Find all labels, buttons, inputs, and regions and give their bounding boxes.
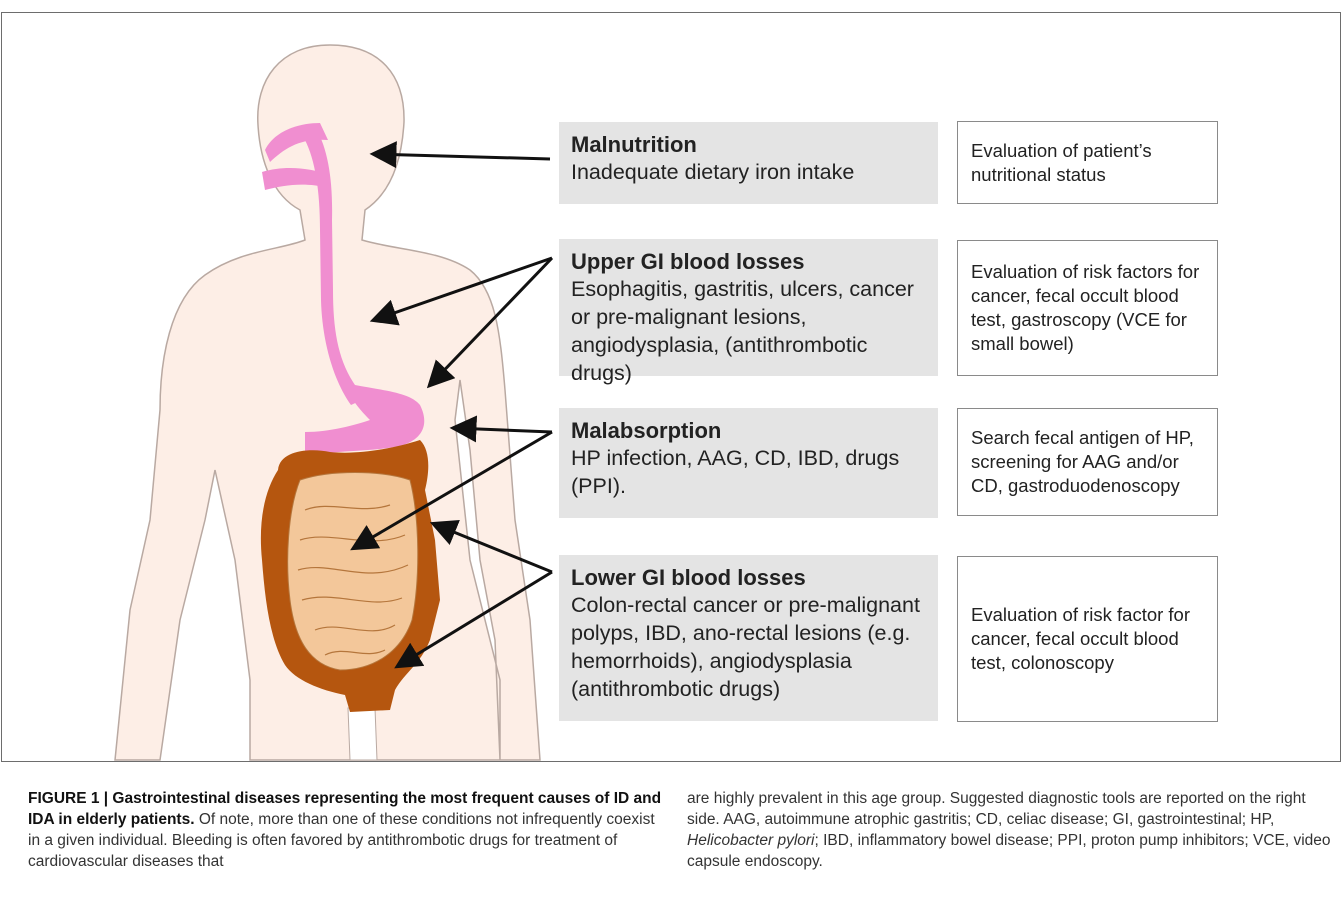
diagnostic-box-upper-gi: Evaluation of risk factors for cancer, f… — [957, 240, 1218, 376]
diagnostic-box-malnutrition: Evaluation of patient’s nutritional stat… — [957, 121, 1218, 204]
cause-title: Upper GI blood losses — [571, 249, 926, 275]
cause-title: Malnutrition — [571, 132, 926, 158]
cause-title: Lower GI blood losses — [571, 565, 926, 591]
caption-text-right-1: are highly prevalent in this age group. … — [687, 790, 1306, 828]
diagnostic-box-malabsorption: Search fecal antigen of HP, screening fo… — [957, 408, 1218, 516]
cause-desc: Colon-rectal cancer or pre-malignant pol… — [571, 591, 926, 703]
cause-desc: HP infection, AAG, CD, IBD, drugs (PPI). — [571, 444, 926, 500]
cause-desc: Esophagitis, gastritis, ulcers, cancer o… — [571, 275, 926, 387]
caption-right: are highly prevalent in this age group. … — [687, 788, 1337, 872]
cause-box-lower-gi: Lower GI blood losses Colon-rectal cance… — [559, 555, 938, 721]
cause-desc: Inadequate dietary iron intake — [571, 158, 926, 186]
cause-box-malabsorption: Malabsorption HP infection, AAG, CD, IBD… — [559, 408, 938, 518]
cause-title: Malabsorption — [571, 418, 926, 444]
cause-box-upper-gi: Upper GI blood losses Esophagitis, gastr… — [559, 239, 938, 376]
caption-italic: Helicobacter pylori — [687, 832, 815, 849]
caption-left: FIGURE 1 | Gastrointestinal diseases rep… — [28, 788, 670, 872]
cause-box-malnutrition: Malnutrition Inadequate dietary iron int… — [559, 122, 938, 204]
diagnostic-box-lower-gi: Evaluation of risk factor for cancer, fe… — [957, 556, 1218, 722]
